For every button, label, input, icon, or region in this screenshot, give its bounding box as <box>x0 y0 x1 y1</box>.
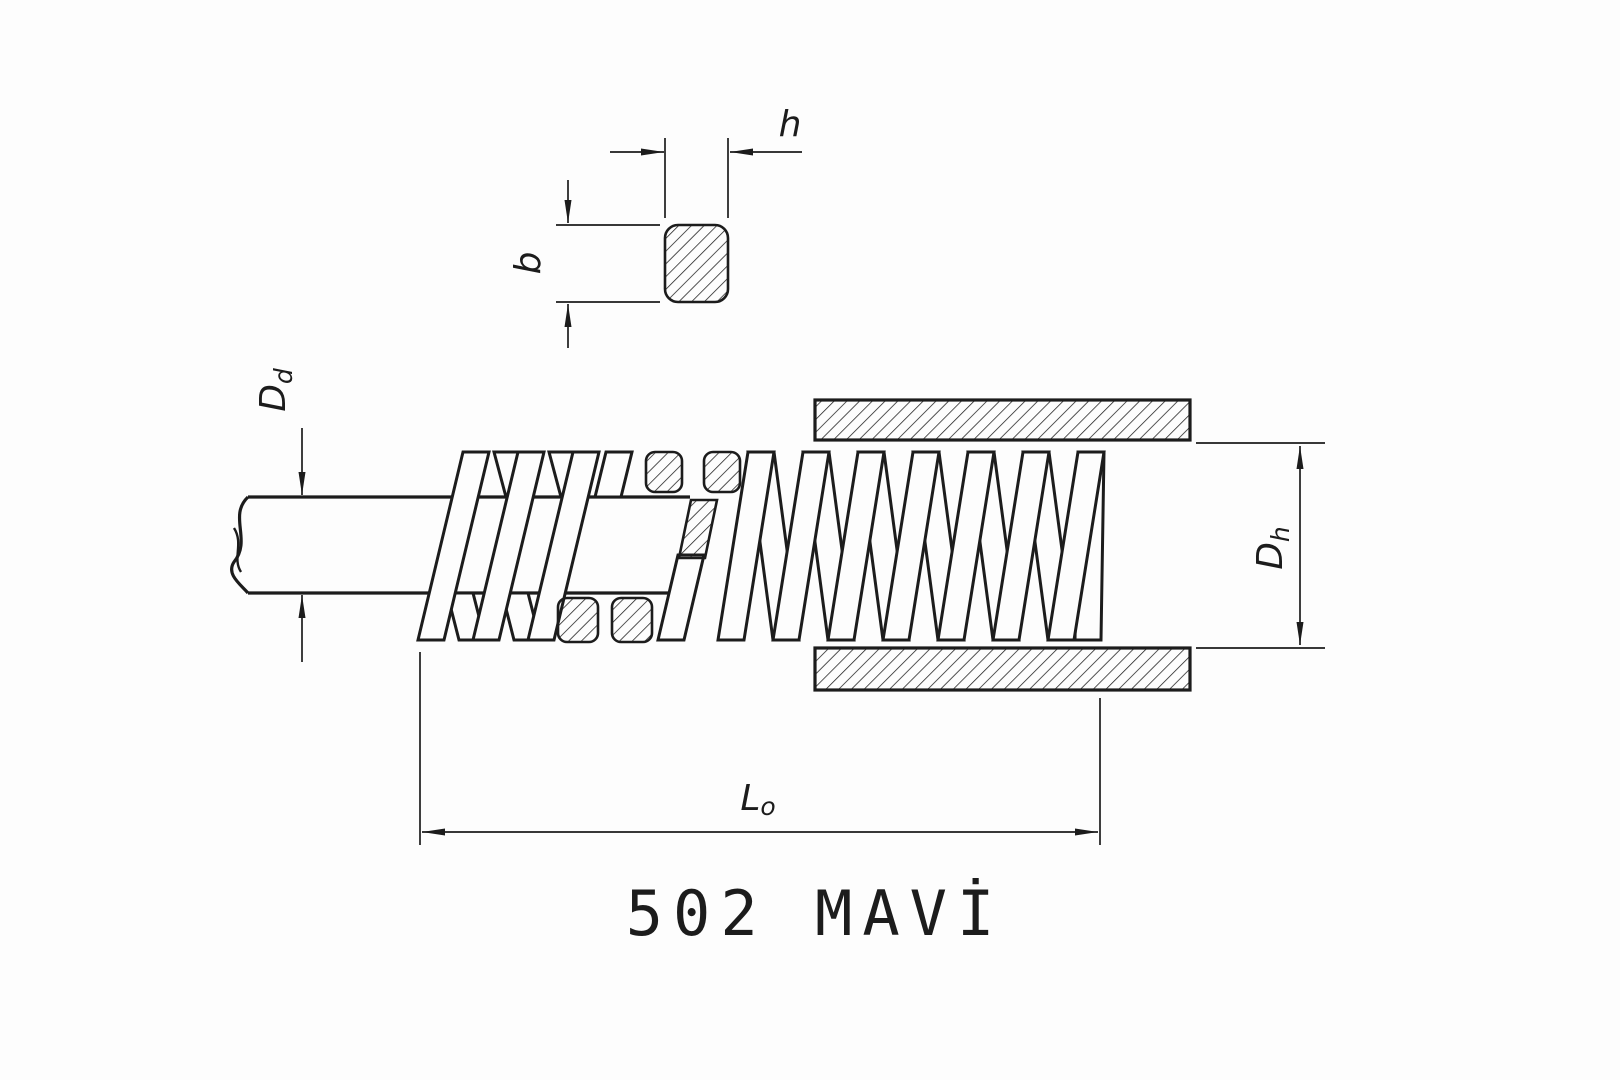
coil-cut-section <box>702 450 742 494</box>
coil-front-strand <box>936 450 996 642</box>
spring-left-coils <box>416 450 742 644</box>
l0-sub: o <box>760 792 775 821</box>
dh-sub: h <box>1266 526 1295 542</box>
housing-top-wall <box>813 398 1192 442</box>
coil-cut-section <box>644 450 684 494</box>
coil-front-strand <box>881 450 941 642</box>
l0-main: L <box>740 778 760 819</box>
coil-front-strand <box>771 450 831 642</box>
dimension-l0-label: Lo <box>740 778 775 821</box>
dimension-dd-label: Dd <box>253 368 298 412</box>
dimension-dh: Dh <box>1196 442 1325 649</box>
spring-right-coils <box>716 450 1106 642</box>
wire-section-shape <box>663 223 730 304</box>
dimension-dd: Dd <box>253 368 306 662</box>
coil-front-strand <box>416 450 491 642</box>
coil-front-strand <box>826 450 886 642</box>
coil-cut-section-on-rod <box>677 498 719 560</box>
dimension-b-label: b <box>508 252 549 275</box>
dimension-h-label: h <box>779 104 802 145</box>
dd-sub: d <box>269 368 298 384</box>
rod-break-line <box>230 495 250 595</box>
coil-cut-section <box>610 596 654 644</box>
wire-cross-section <box>663 223 730 304</box>
coil-front-strand <box>526 450 601 642</box>
dimension-h: h <box>610 104 802 218</box>
coil-front-strand <box>1046 450 1106 642</box>
coil-front-strand <box>716 450 776 642</box>
coil-front-strand-partial <box>593 450 634 499</box>
housing <box>813 398 1192 692</box>
coil-front-strand <box>471 450 546 642</box>
coil-cut-section <box>556 596 600 644</box>
dh-main: D <box>1250 542 1291 570</box>
dimension-b: b <box>508 180 660 348</box>
drawing-title: 502 MAVİ <box>626 877 1005 950</box>
coil-front-strand-partial <box>656 553 706 642</box>
rod-break-arc <box>232 527 243 573</box>
dd-main: D <box>253 384 294 412</box>
coil-front-strand <box>991 450 1051 642</box>
dimension-l0: Lo <box>419 652 1101 845</box>
dimension-dh-label: Dh <box>1250 526 1295 570</box>
housing-bottom-wall <box>813 646 1192 692</box>
